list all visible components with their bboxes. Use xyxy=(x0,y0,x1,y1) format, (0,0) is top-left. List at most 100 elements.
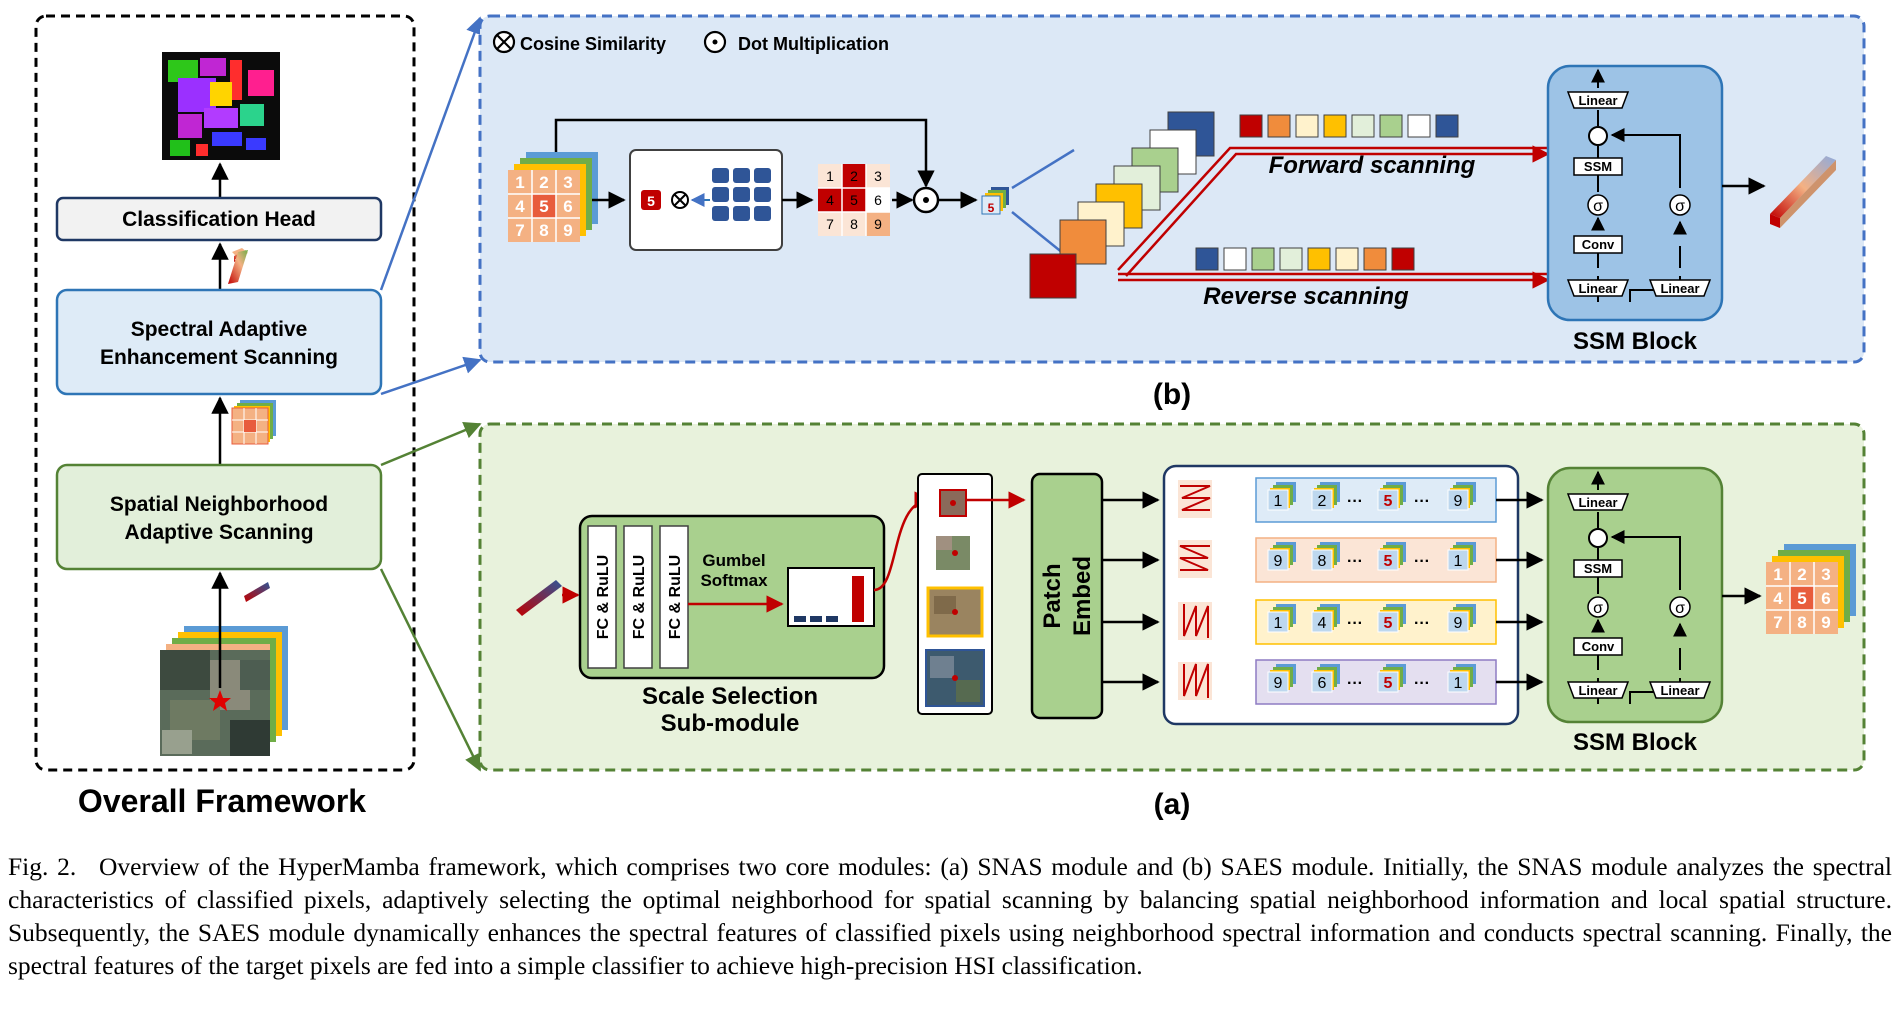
legend-cosine-label: Cosine Similarity xyxy=(520,34,666,54)
grid-b-num-1: 1 xyxy=(515,173,524,192)
classification-head-box xyxy=(55,196,383,242)
snas-box xyxy=(55,463,383,571)
row1-dots-2: ··· xyxy=(1414,493,1430,510)
ssm-b-sigma-left-label: σ xyxy=(1593,198,1603,215)
row3-dots-2: ··· xyxy=(1414,615,1430,632)
grid-b-num-3: 3 xyxy=(563,173,572,192)
ssm-a-merge-node xyxy=(1588,528,1608,548)
row4-token-d: 1 xyxy=(1454,675,1463,692)
ssm-block-a-title: SSM Block xyxy=(1573,729,1698,756)
center-pixel-token xyxy=(641,190,661,210)
saes-label-line1: Spectral Adaptive xyxy=(131,318,308,341)
grid-a-num-1: 1 xyxy=(1773,565,1782,584)
fc-layer-1-label: FC & RuLU xyxy=(595,555,612,639)
row2-dots-2: ··· xyxy=(1414,553,1430,570)
scan-pattern-icon-2 xyxy=(1178,540,1212,578)
saes-label-line2: Enhancement Scanning xyxy=(100,346,338,369)
row2-token-a: 9 xyxy=(1274,553,1283,570)
overall-framework-title: Overall Framework xyxy=(78,783,366,819)
scale-selection-label-1: Scale Selection xyxy=(642,683,818,710)
weight-num-2: 2 xyxy=(850,168,858,184)
row1-token-d: 9 xyxy=(1454,493,1463,510)
grid-b-num-7: 7 xyxy=(515,221,524,240)
weight-num-8: 8 xyxy=(850,216,858,232)
ssm-b-linear-left-label: Linear xyxy=(1578,281,1617,296)
similarity-weight-grid: 1 2 3 4 5 6 7 8 9 xyxy=(818,164,890,236)
forward-sequence xyxy=(1239,114,1459,138)
patch-candidate-4 xyxy=(925,649,985,707)
output-spectral-vector xyxy=(1770,156,1836,228)
fc-layers xyxy=(587,525,689,669)
snas-label-line1: Spatial Neighborhood xyxy=(110,493,328,516)
classification-map-image xyxy=(162,52,280,160)
spectral-vector-input xyxy=(244,582,270,602)
row1-dots-1: ··· xyxy=(1347,493,1363,510)
input-spectral-vector-a xyxy=(516,580,562,616)
ssm-b-ssm-label: SSM xyxy=(1584,159,1612,174)
grid-b-num-4: 4 xyxy=(515,197,525,216)
neighborhood-cube-small xyxy=(231,400,276,445)
row2-token-d: 1 xyxy=(1454,553,1463,570)
ssm-a-conv-box xyxy=(1573,637,1623,656)
row1-token-c: 5 xyxy=(1384,493,1393,510)
ssm-b-sigma-right-label: σ xyxy=(1675,198,1685,215)
gumbel-label: Gumbel xyxy=(702,551,765,570)
grid-b-num-6: 6 xyxy=(563,197,572,216)
enhanced-pixel-cube xyxy=(981,187,1009,215)
grid-b-num-9: 9 xyxy=(563,221,572,240)
ssm-a-conv-label: Conv xyxy=(1582,639,1615,654)
caption-text: Overview of the HyperMamba framework, wh… xyxy=(8,852,1892,980)
ssm-a-sigma-right xyxy=(1669,596,1691,618)
ssm-b-linear-top: Linear xyxy=(1566,91,1630,109)
ssm-b-sigma-left xyxy=(1587,194,1609,216)
reverse-scanning-label: Reverse scanning xyxy=(1203,283,1409,310)
connector-saes-bottom xyxy=(380,356,482,396)
forward-scanning-label: Forward scanning xyxy=(1269,152,1476,179)
row3-dots-1: ··· xyxy=(1347,615,1363,632)
ssm-a-ssm-label: SSM xyxy=(1584,561,1612,576)
ssm-a-sigma-left-label: σ xyxy=(1593,600,1603,617)
patch-candidate-1 xyxy=(939,489,967,517)
patch-label: Patch xyxy=(1039,563,1066,628)
row4-token-a: 9 xyxy=(1274,675,1283,692)
figure-caption: Fig. 2. Overview of the HyperMamba frame… xyxy=(8,850,1892,982)
ssm-a-sigma-left xyxy=(1587,596,1609,618)
grid-b-num-2: 2 xyxy=(539,173,548,192)
patch-candidate-3 xyxy=(926,586,984,638)
framework-figure: Classification Head Spectral Adaptive En… xyxy=(34,14,1866,821)
ssm-a-linear-right-label: Linear xyxy=(1660,683,1699,698)
weight-num-5: 5 xyxy=(850,192,858,208)
ssm-a-linear-top-label: Linear xyxy=(1578,495,1617,510)
embed-to-scan-arrows xyxy=(1102,491,1160,691)
weight-num-1: 1 xyxy=(826,168,834,184)
ssm-a-linear-right xyxy=(1648,681,1712,699)
output-grid-cube-a: 1 2 3 4 5 6 7 8 9 xyxy=(1766,544,1856,634)
classification-head-label: Classification Head xyxy=(122,208,316,231)
row1-token-a: 1 xyxy=(1274,493,1283,510)
softmax-label: Softmax xyxy=(700,571,768,590)
connector-saes-top xyxy=(379,16,483,291)
weight-num-6: 6 xyxy=(874,192,882,208)
grid-a-num-2: 2 xyxy=(1797,565,1806,584)
row4-dots-2: ··· xyxy=(1414,675,1430,692)
grid-a-num-7: 7 xyxy=(1773,613,1782,632)
ssm-b-linear-top-label: Linear xyxy=(1578,93,1617,108)
ssm-block-b-title: SSM Block xyxy=(1573,328,1698,355)
ssm-a-linear-top xyxy=(1566,493,1630,511)
ssm-a-ssm-box xyxy=(1573,559,1623,578)
grid-a-num-9: 9 xyxy=(1821,613,1830,632)
row4-token-b: 6 xyxy=(1318,675,1327,692)
fc-layer-2-label: FC & RuLU xyxy=(631,555,648,639)
grid-a-num-6: 6 xyxy=(1821,589,1830,608)
band-split-line-top xyxy=(1011,148,1075,190)
scale-selection-box xyxy=(578,514,886,680)
connector-snas-bottom xyxy=(379,568,482,772)
ssm-b-linear-right xyxy=(1648,279,1712,297)
ssm-a-sigma-right-label: σ xyxy=(1675,600,1685,617)
scale-selection-label-2: Sub-module xyxy=(661,710,800,737)
row4-token-c: 5 xyxy=(1384,675,1393,692)
reverse-scanning-path xyxy=(1118,271,1550,289)
scan-pattern-icon-3 xyxy=(1178,602,1212,640)
scan-pattern-icon-1 xyxy=(1178,480,1212,518)
input-hsi-cube xyxy=(160,626,288,756)
